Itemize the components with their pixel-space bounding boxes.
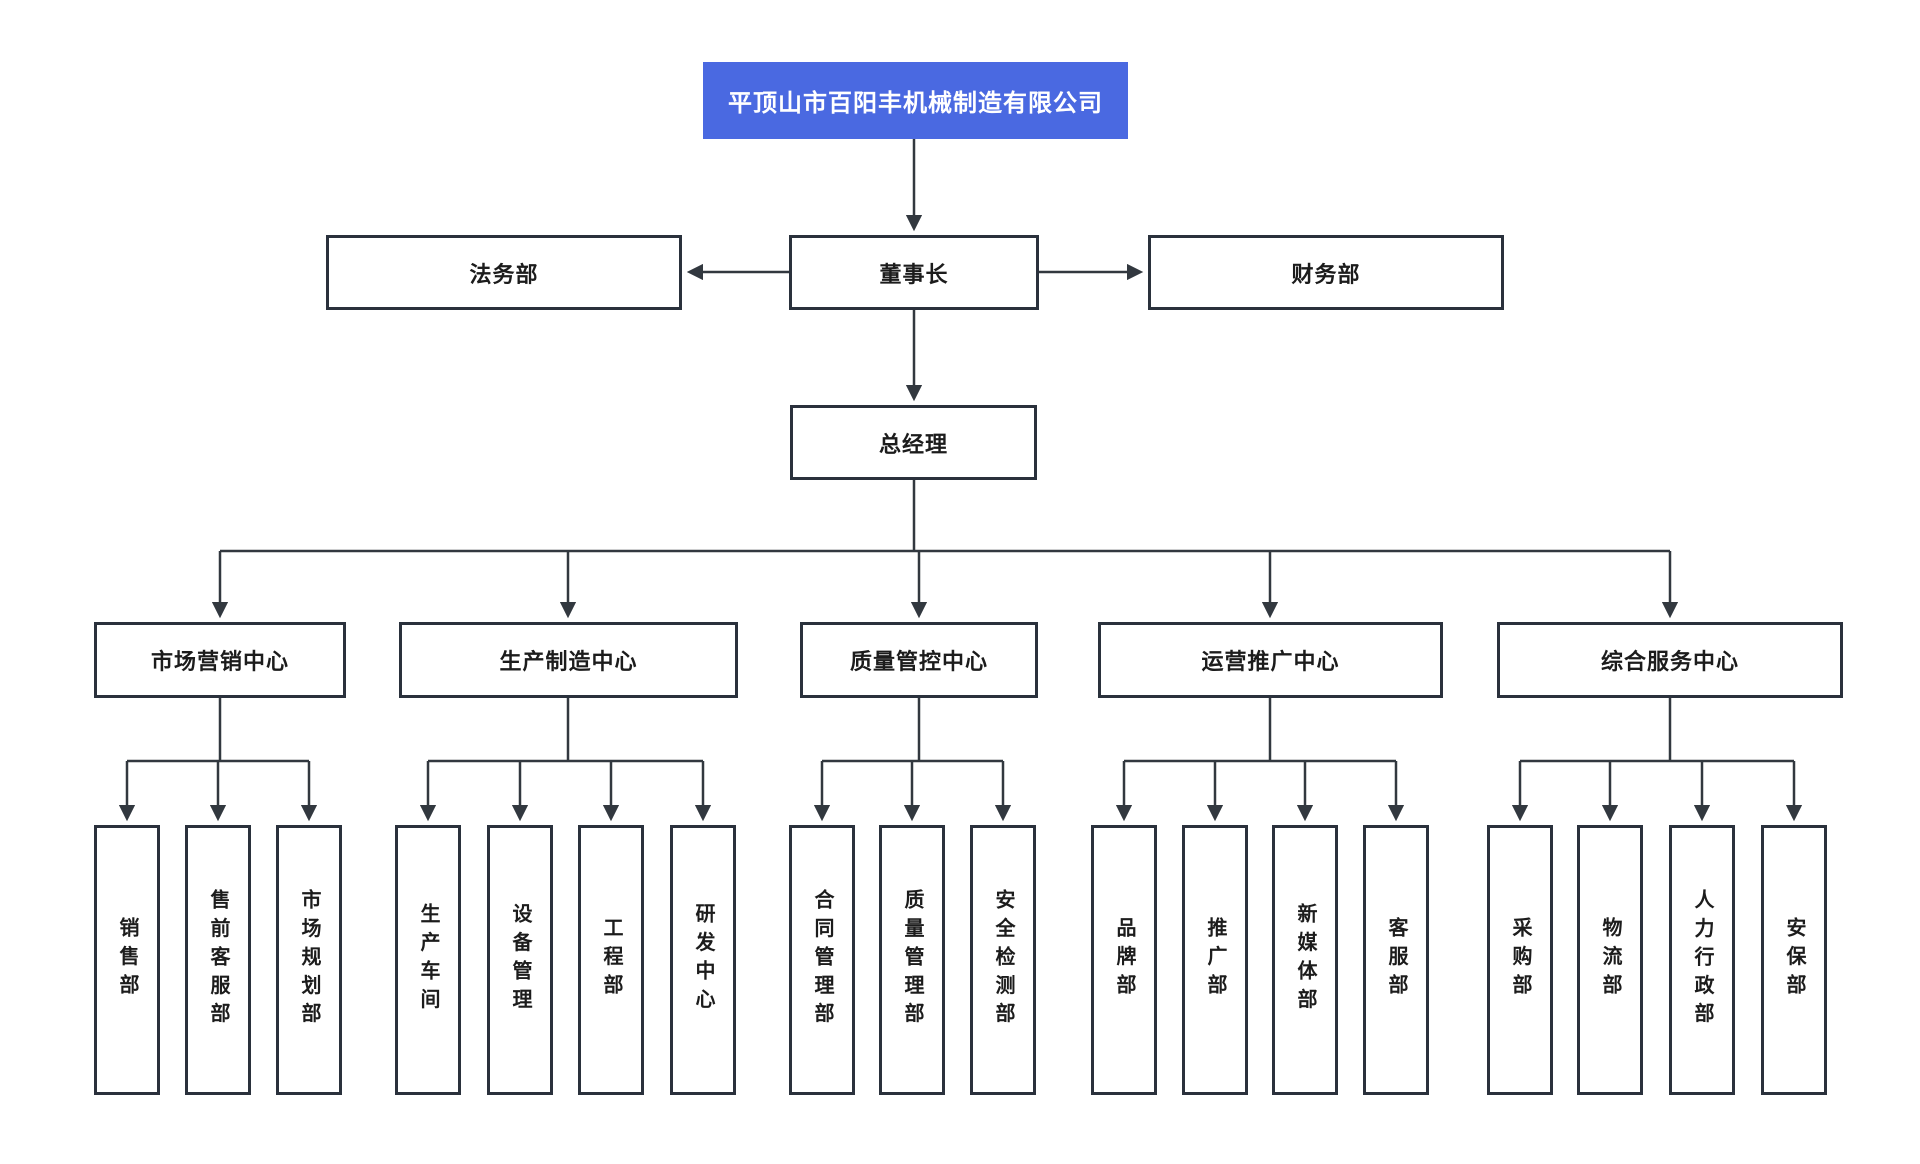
org-node-presales-service-dept: 售前客服部	[185, 825, 251, 1095]
org-node-finance-dept: 财务部	[1148, 235, 1504, 310]
org-node-label: 新媒体部	[1294, 903, 1316, 1017]
org-node-general-manager: 总经理	[790, 405, 1037, 480]
org-node-label: 合同管理部	[811, 889, 833, 1031]
org-node-label: 市场规划部	[298, 889, 320, 1031]
org-node-legal-dept: 法务部	[326, 235, 682, 310]
org-node-contract-management-dept: 合同管理部	[789, 825, 855, 1095]
org-node-label: 物流部	[1599, 917, 1621, 1003]
org-node-quality-center: 质量管控中心	[800, 622, 1038, 698]
org-node-sales-dept: 销售部	[94, 825, 160, 1095]
org-root-company: 平顶山市百阳丰机械制造有限公司	[703, 62, 1128, 139]
org-node-label: 售前客服部	[207, 889, 229, 1031]
org-node-market-planning-dept: 市场规划部	[276, 825, 342, 1095]
org-node-label: 推广部	[1204, 917, 1226, 1003]
org-node-label: 人力行政部	[1691, 889, 1713, 1031]
org-node-rnd-center: 研发中心	[670, 825, 736, 1095]
org-node-production-workshop: 生产车间	[395, 825, 461, 1095]
org-node-label: 工程部	[600, 917, 622, 1003]
org-node-chairman: 董事长	[789, 235, 1039, 310]
org-node-procurement-dept: 采购部	[1487, 825, 1553, 1095]
org-node-marketing-center: 市场营销中心	[94, 622, 346, 698]
org-node-label: 安保部	[1783, 917, 1805, 1003]
org-node-engineering-dept: 工程部	[578, 825, 644, 1095]
org-node-label: 安全检测部	[992, 889, 1014, 1031]
org-node-label: 品牌部	[1113, 917, 1135, 1003]
org-node-equipment-management: 设备管理	[487, 825, 553, 1095]
org-node-label: 客服部	[1385, 917, 1407, 1003]
org-node-services-center: 综合服务中心	[1497, 622, 1843, 698]
org-node-quality-management-dept: 质量管理部	[879, 825, 945, 1095]
org-node-customer-service-dept: 客服部	[1363, 825, 1429, 1095]
org-node-hr-admin-dept: 人力行政部	[1669, 825, 1735, 1095]
org-node-brand-dept: 品牌部	[1091, 825, 1157, 1095]
org-node-logistics-dept: 物流部	[1577, 825, 1643, 1095]
org-node-security-dept: 安保部	[1761, 825, 1827, 1095]
org-node-promotion-dept: 推广部	[1182, 825, 1248, 1095]
org-node-label: 销售部	[116, 917, 138, 1003]
org-node-label: 生产车间	[417, 903, 439, 1017]
org-node-label: 质量管理部	[901, 889, 923, 1031]
org-node-operations-center: 运营推广中心	[1098, 622, 1443, 698]
org-node-label: 设备管理	[509, 903, 531, 1017]
org-node-safety-inspection-dept: 安全检测部	[970, 825, 1036, 1095]
org-node-production-center: 生产制造中心	[399, 622, 738, 698]
org-node-new-media-dept: 新媒体部	[1272, 825, 1338, 1095]
org-node-label: 采购部	[1509, 917, 1531, 1003]
org-node-label: 研发中心	[692, 903, 714, 1017]
